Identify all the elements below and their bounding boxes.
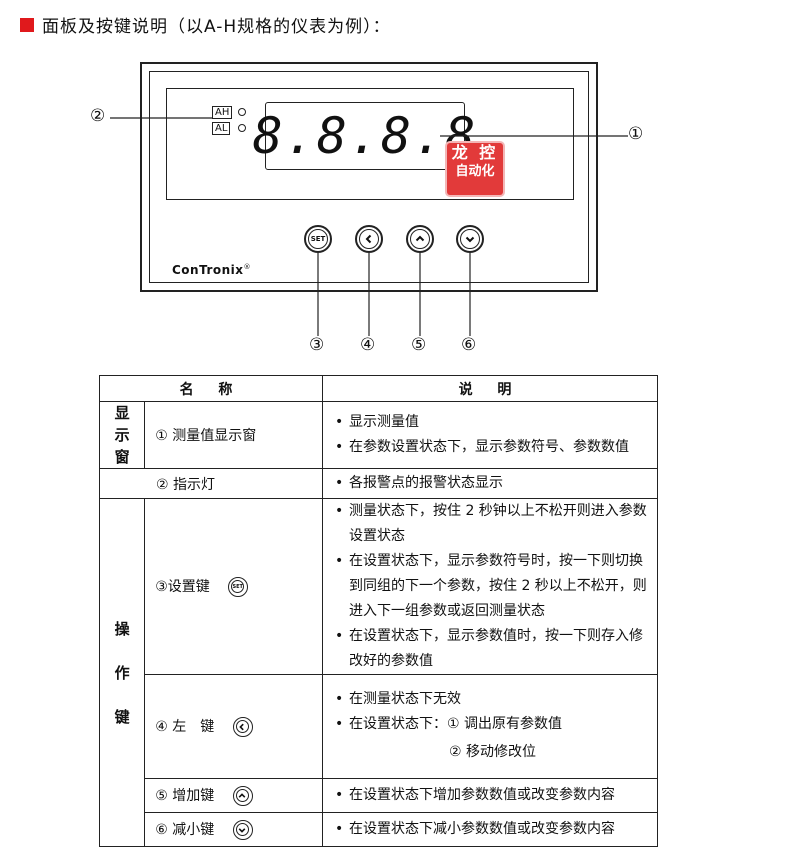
callout-4: ④ <box>360 335 376 355</box>
row-description: 在测量状态下无效在设置状态下：① 调出原有参数值 ② 移动修改位 <box>322 674 658 779</box>
row-description: 显示测量值在参数设置状态下，显示参数符号、参数数值 <box>322 401 658 469</box>
table-row: 显示窗 ① 测量值显示窗 显示测量值在参数设置状态下，显示参数符号、参数数值 <box>98 401 658 469</box>
table-row: ② 指示灯 各报警点的报警状态显示 <box>99 468 658 499</box>
row-name: ⑥ 减小键 <box>144 812 323 847</box>
indicator-al-led <box>238 124 246 132</box>
table-row: 操作键 ③设置键 SET 测量状态下，按住 2 秒钟以上不松开则进入参数设置状态… <box>98 498 658 847</box>
callout-5: ⑤ <box>411 335 427 355</box>
header-description: 说 明 <box>322 375 658 402</box>
key-description-table: 名 称 说 明 显示窗 ① 测量值显示窗 显示测量值在参数设置状态下，显示参数符… <box>98 375 658 847</box>
indicator-ah-led <box>238 108 246 116</box>
measurement-display: 8.8.8.8 <box>253 102 475 170</box>
set-key-icon: SET <box>228 577 249 597</box>
callout-3: ③ <box>309 335 325 355</box>
row-name: ③设置键 SET <box>144 498 323 675</box>
category-operation-keys: 操作键 <box>98 498 146 847</box>
left-arrow-icon <box>359 229 379 249</box>
row-name: ⑤ 增加键 <box>144 778 323 813</box>
row-description: 在设置状态下增加参数数值或改变参数内容 <box>322 778 658 813</box>
callout-6: ⑥ <box>461 335 477 355</box>
row-name: ④ 左 键 <box>144 674 323 779</box>
display-window-frame <box>166 88 574 200</box>
row-name: ② 指示灯 <box>99 468 323 499</box>
set-key[interactable]: SET <box>304 225 332 253</box>
heading-marker <box>20 17 34 32</box>
table-row: ⑤ 增加键 在设置状态下增加参数数值或改变参数内容 <box>100 778 658 813</box>
down-arrow-icon <box>232 820 253 840</box>
table-header-row: 名 称 说 明 <box>99 375 658 402</box>
heading-text: 面板及按键说明（以A-H规格的仪表为例）： <box>42 17 391 37</box>
indicator-ah: AH <box>212 106 233 119</box>
watermark-stamp: 龙 控自动化 <box>447 143 503 195</box>
page-heading: 面板及按键说明（以A-H规格的仪表为例）： <box>20 12 391 37</box>
callout-2: ② <box>90 106 106 126</box>
left-arrow-icon <box>232 717 253 737</box>
display-digits: 8.8.8.8 <box>252 107 478 165</box>
category-display: 显示窗 <box>98 401 146 469</box>
callout-1: ① <box>628 124 644 144</box>
row-description: 测量状态下，按住 2 秒钟以上不松开则进入参数设置状态在设置状态下，显示参数符号… <box>322 498 658 675</box>
up-arrow-icon <box>232 786 253 806</box>
indicator-al: AL <box>212 122 231 135</box>
brand-logo: ConTronix® <box>172 263 252 277</box>
down-key[interactable] <box>456 225 484 253</box>
left-key[interactable] <box>355 225 383 253</box>
down-arrow-icon <box>460 229 480 249</box>
row-name: ① 测量值显示窗 <box>144 401 323 469</box>
up-arrow-icon <box>410 229 430 249</box>
up-key[interactable] <box>406 225 434 253</box>
row-description: 在设置状态下减小参数数值或改变参数内容 <box>322 812 658 847</box>
row-description: 各报警点的报警状态显示 <box>322 468 658 499</box>
table-row: ⑥ 减小键 在设置状态下减小参数数值或改变参数内容 <box>100 812 658 847</box>
header-name: 名 称 <box>99 375 323 402</box>
table-row: ④ 左 键 在测量状态下无效在设置状态下：① 调出原有参数值 ② 移动修改位 <box>100 674 658 779</box>
